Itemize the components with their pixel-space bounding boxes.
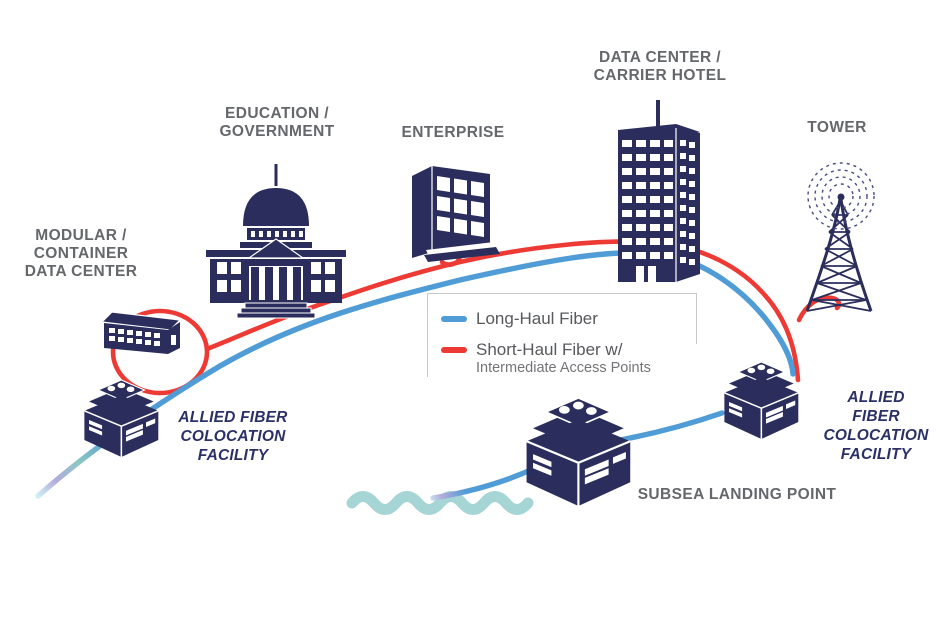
colocation-right-icon	[723, 361, 800, 440]
modular-access-loop	[110, 308, 210, 396]
skyscraper-building-icon	[618, 100, 700, 282]
water-waves	[346, 491, 534, 515]
allied-colocation-right-label: ALLIED FIBER COLOCATION FACILITY	[823, 389, 929, 463]
long-haul-fiber-line	[35, 249, 796, 499]
enterprise-label: ENTERPRISE	[401, 124, 505, 141]
short-haul-sublabel: Intermediate Access Points	[476, 360, 651, 376]
legend-row-short-haul: Short-Haul Fiber w/	[441, 340, 622, 360]
capitol-building-icon	[206, 164, 346, 319]
legend: Long-Haul Fiber Short-Haul Fiber w/ Inte…	[427, 293, 697, 390]
radio-waves-icon	[807, 162, 875, 230]
allied-colocation-left-label: ALLIED FIBER COLOCATION FACILITY	[178, 409, 288, 464]
data-center-label: DATA CENTER / CARRIER HOTEL	[593, 49, 727, 84]
tower-label: TOWER	[807, 119, 867, 136]
education-government-label: EDUCATION / GOVERNMENT	[219, 105, 335, 140]
long-haul-label: Long-Haul Fiber	[476, 309, 598, 328]
radio-tower-icon	[805, 193, 873, 312]
modular-data-center-label: MODULAR / CONTAINER DATA CENTER	[24, 227, 138, 280]
legend-row-long-haul: Long-Haul Fiber	[441, 309, 598, 329]
long-haul-line-swatch	[441, 316, 467, 322]
modular-data-center-icon	[100, 311, 182, 354]
short-haul-line-swatch	[441, 347, 467, 353]
office-building-icon	[412, 166, 500, 262]
short-haul-label: Short-Haul Fiber w/	[476, 340, 623, 359]
legend-border-left	[427, 294, 428, 377]
subsea-landing-icon	[525, 396, 632, 508]
legend-border-right	[696, 294, 697, 344]
subsea-landing-point-label: SUBSEA LANDING POINT	[637, 486, 837, 503]
